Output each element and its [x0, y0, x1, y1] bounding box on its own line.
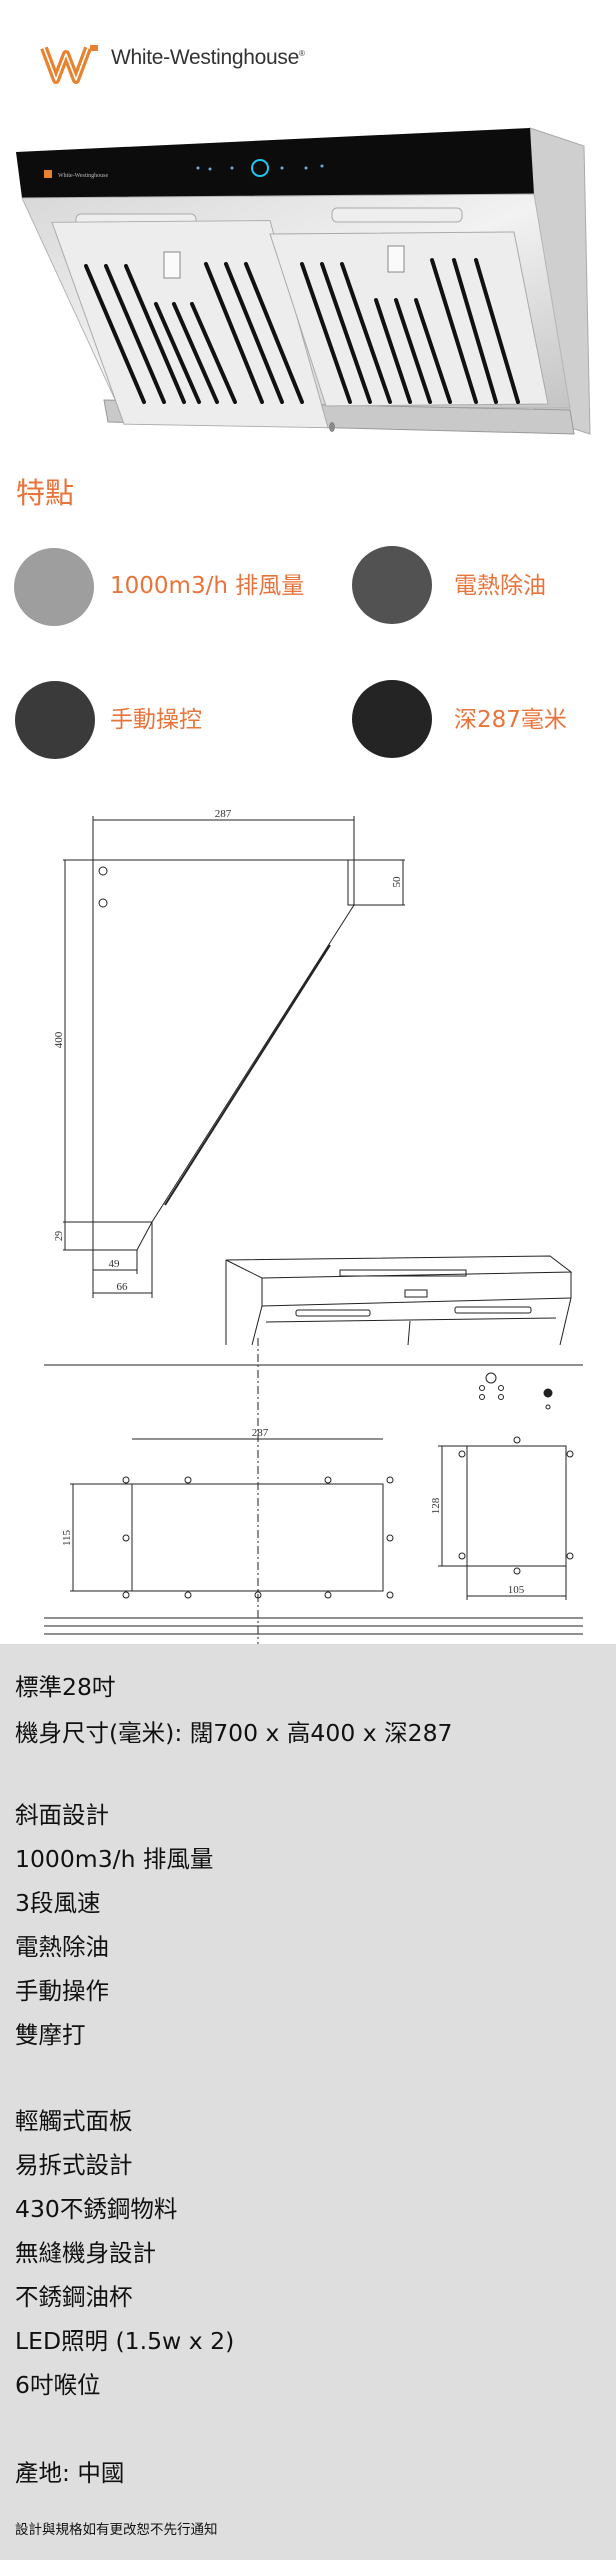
spec-size-class: 標準28吋 — [15, 1673, 116, 1701]
brand-logo-icon — [40, 45, 98, 84]
spec-line: 無縫機身設計 — [15, 2239, 156, 2267]
spec-line: 1000m3/h 排風量 — [15, 1845, 214, 1873]
dim-top-depth-label: 115 — [61, 1529, 73, 1546]
spec-line: 3段風速 — [15, 1889, 101, 1917]
spec-line: 6吋喉位 — [15, 2371, 101, 2399]
spec-origin: 產地: 中國 — [15, 2459, 125, 2487]
feature-grease-removal: 電熱除油 — [454, 573, 546, 599]
feature-dot-2 — [352, 546, 432, 624]
range-hood-image: White-Westinghouse — [16, 127, 591, 435]
spec-line: LED照明 (1.5w x 2) — [15, 2327, 235, 2355]
side-view: 287 400 50 29 49 66 — [53, 808, 405, 1298]
spec-line: 雙摩打 — [15, 2021, 86, 2049]
feature-manual-control: 手動操控 — [110, 707, 202, 733]
dimension-diagram: 287 400 50 29 49 66 287 — [44, 808, 583, 1648]
spec-line: 易拆式設計 — [15, 2151, 133, 2179]
dim-top-width-label: 287 — [252, 1427, 269, 1439]
led-light-right — [331, 207, 463, 223]
spec-line: 電熱除油 — [15, 1933, 109, 1961]
panel-logo-icon — [44, 170, 52, 178]
dim-outer-label: 66 — [117, 1281, 129, 1293]
disclaimer-footnote: 設計與規格如有更改恕不先行通知 — [15, 2522, 218, 2538]
dim-duct-width-label: 105 — [508, 1584, 525, 1596]
brand-name-text: White-Westinghouse — [111, 46, 299, 69]
feature-airflow: 1000m3/h 排風量 — [110, 573, 305, 599]
top-view: 287 115 128 105 — [61, 1372, 574, 1600]
filter-slots — [84, 258, 520, 404]
dim-bottom-label: 29 — [54, 1231, 65, 1241]
features-title: 特點 — [16, 476, 75, 510]
feature-dot-1 — [14, 548, 94, 626]
specifications-section: 標準28吋 機身尺寸(毫米): 闊700 x 高400 x 深287 斜面設計 … — [0, 1644, 616, 2560]
spec-dimensions: 機身尺寸(毫米): 闊700 x 高400 x 深287 — [15, 1719, 453, 1747]
dim-depth-label: 287 — [215, 808, 232, 820]
registered-mark: ® — [298, 49, 305, 58]
spec-line: 不銹鋼油杯 — [15, 2283, 133, 2311]
spec-line: 手動操作 — [15, 1977, 109, 2005]
brand-name: White-Westinghouse® — [111, 46, 305, 70]
feature-dot-4 — [352, 680, 432, 758]
spec-line: 斜面設計 — [15, 1801, 109, 1829]
feature-depth: 深287毫米 — [454, 707, 567, 733]
hood-perspective — [225, 1255, 573, 1346]
feature-dot-3 — [15, 681, 95, 759]
dim-inner-label: 49 — [109, 1258, 121, 1270]
dim-duct-label: 50 — [391, 876, 403, 888]
dim-duct-height-label: 128 — [430, 1497, 442, 1514]
panel-brand-text: White-Westinghouse — [58, 173, 109, 179]
power-button-icon — [251, 159, 269, 177]
spec-line: 430不銹鋼物料 — [15, 2195, 178, 2223]
dim-height-label: 400 — [53, 1031, 65, 1048]
spec-line: 輕觸式面板 — [15, 2107, 133, 2135]
